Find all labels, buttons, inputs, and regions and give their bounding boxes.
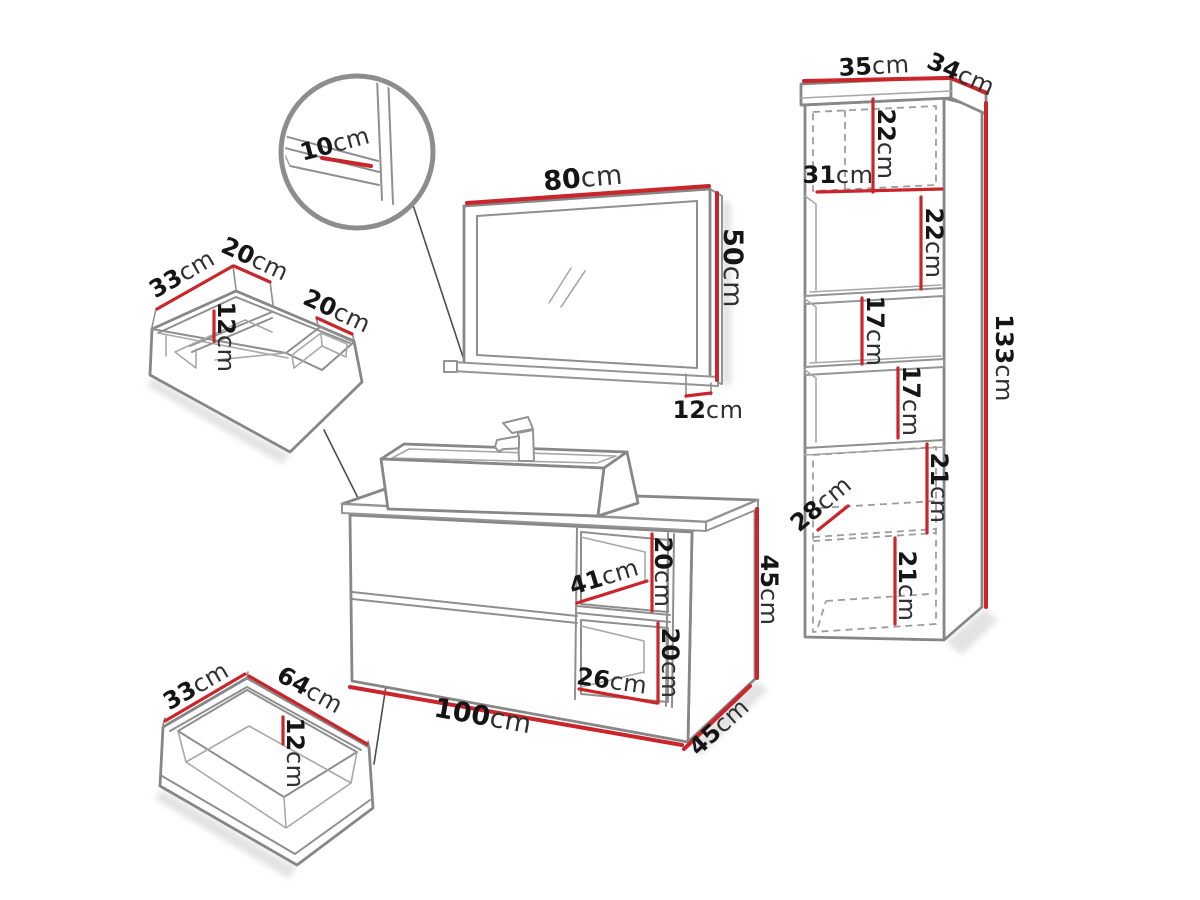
mirror-width-label: 80cm (542, 159, 624, 197)
organizer-right-width-line (315, 316, 354, 336)
mirror-shelf-endcap (443, 360, 458, 373)
vanity-niche-bottom-opening (580, 619, 669, 703)
mirror-glass (476, 200, 698, 369)
cabinet-shelf-2 (804, 358, 945, 376)
vanity-niche-top-height-label: 20cm (649, 537, 677, 608)
cabinet-inner-width-label: 31cm (803, 161, 874, 189)
mirror: 80cm 50cm 12cm (443, 159, 749, 424)
cabinet-shelf-depth-line (816, 504, 850, 532)
mirror-width-line (465, 184, 711, 205)
sink-right-face (596, 450, 640, 518)
vanity-niche-bottom-height-label: 20cm (656, 628, 684, 699)
cabinet-section4-label: 17cm (897, 366, 925, 437)
cabinet-depth-line (951, 77, 989, 95)
faucet (494, 416, 535, 462)
detail-dimension-line (320, 156, 373, 168)
detail-circle-content (285, 80, 394, 205)
vanity-niche-depth-line (575, 579, 649, 605)
cabinet-doors-top-edge (804, 439, 945, 449)
organizer-right-compartment (285, 326, 355, 371)
cabinet-section6-label: 21cm (893, 551, 921, 622)
cabinet-section5-label: 21cm (925, 453, 953, 524)
sink-front-face (379, 457, 606, 518)
organizer-body (148, 289, 364, 454)
detail-circle-border (278, 73, 436, 231)
cabinet-width-label: 35cm (838, 50, 910, 82)
organizer-left-width-line (232, 264, 272, 284)
drawer-body (158, 676, 375, 867)
shadows (147, 198, 998, 878)
drawer: 33cm 64cm 12cm (158, 646, 393, 867)
mirror-height-label: 50cm (718, 228, 749, 308)
cabinet-section3-label: 17cm (861, 296, 889, 367)
cabinet-section2-label: 22cm (920, 208, 948, 279)
organizer-depth-line (155, 264, 235, 311)
cabinet-inner-width-line (815, 187, 944, 194)
mirror-frame (462, 187, 712, 382)
faucet-spout (494, 435, 520, 453)
cabinet-section1-label: 22cm (872, 109, 900, 180)
drawer-front-band (161, 775, 371, 855)
detail-leader-line (411, 201, 464, 358)
vanity: 41cm 20cm 20cm 26cm 100cm 45cm 45cm (340, 416, 783, 761)
vanity-niche-width-line (577, 687, 659, 705)
cabinet-side-panel (942, 96, 984, 642)
organizer-left-width-label: 20cm (217, 231, 293, 286)
faucet-body (517, 429, 535, 462)
mirror-shelf-depth-line (684, 391, 713, 398)
vanity-drawer-divider (351, 591, 578, 624)
organizer-left-compartment (189, 311, 273, 353)
mirror-shelf-depth-label: 12cm (673, 396, 744, 424)
tall-cabinet: 35cm 34cm 22cm 31cm 22cm 17cm 17cm 133cm… (785, 47, 1018, 642)
vanity-niche-shelf (576, 605, 671, 623)
drawer-width-line (247, 674, 369, 746)
cabinet-width-line (802, 76, 952, 83)
vanity-width-line (348, 685, 684, 747)
organizer-height-label: 12cm (212, 302, 240, 373)
vanity-niche-width-label: 26cm (575, 662, 649, 700)
sink (379, 442, 640, 518)
vanity-height-label: 45cm (755, 555, 783, 626)
vanity-depth-line (682, 684, 752, 751)
vanity-front-face (348, 513, 694, 744)
mirror-sparkle (548, 267, 586, 308)
cabinet-shelf-1 (804, 287, 945, 305)
vanity-niche-top-opening (580, 531, 669, 613)
drawer-depth-line (163, 672, 247, 723)
organizer-extension-lines (151, 265, 355, 341)
cabinet-height-label: 133cm (990, 314, 1018, 402)
cabinet-door-top-outline (812, 105, 937, 192)
drawer-height-label: 12cm (281, 718, 309, 789)
detail-circle: 10cm (278, 73, 464, 358)
cabinet-door-bottom-outline (812, 446, 937, 633)
